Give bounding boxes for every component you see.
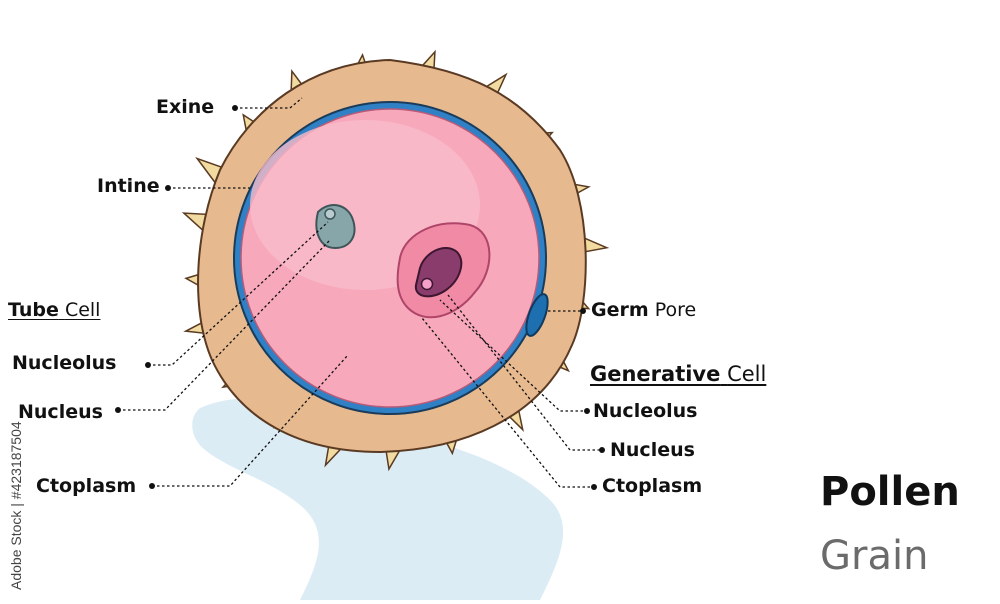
germ-pore — [525, 293, 549, 337]
label-tube-cell: Tube Cell — [8, 299, 101, 321]
label-intine: Intine — [97, 175, 160, 197]
title-pollen: Pollen — [820, 469, 960, 515]
label-tube-nucleolus: Nucleolus — [12, 352, 117, 374]
label-gen-nucleolus: Nucleolus — [593, 400, 698, 422]
water-splash — [192, 398, 564, 600]
label-gen-cytoplasm: Ctoplasm — [602, 475, 703, 497]
label-tube-nucleus: Nucleus — [18, 401, 103, 423]
label-gen-nucleus: Nucleus — [610, 439, 695, 461]
leader-lines — [118, 97, 600, 488]
label-exine: Exine — [156, 96, 215, 118]
leader-dots — [115, 105, 605, 490]
title-grain: Grain — [820, 533, 929, 579]
tube-nucleolus — [324, 208, 336, 220]
generative-nucleolus — [420, 277, 434, 291]
label-generative-cell: Generative Cell — [590, 362, 767, 386]
tube-nucleus — [315, 204, 356, 250]
label-germ-pore: Germ Pore — [591, 299, 697, 321]
label-tube-cytoplasm: Ctoplasm — [36, 475, 137, 497]
stock-credit: Adobe Stock | #423187504 — [8, 421, 24, 590]
